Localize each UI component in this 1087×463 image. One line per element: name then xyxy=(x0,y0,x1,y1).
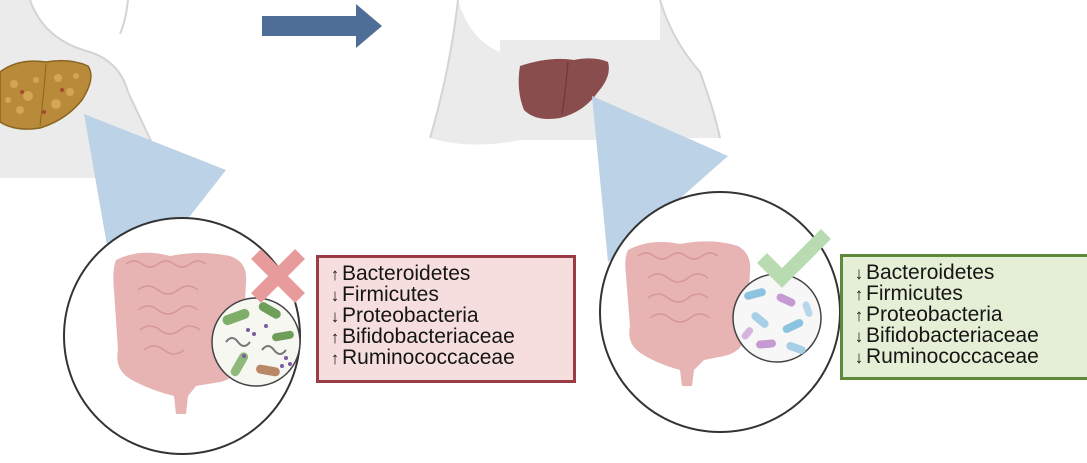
list-item: ↑ Bifidobacteriaceae xyxy=(329,325,565,348)
trend-arrow: ↑ xyxy=(854,306,864,325)
list-item: ↑ Firmicutes xyxy=(853,282,1079,305)
taxon-label: Bacteroidetes xyxy=(866,261,995,284)
right-intestine xyxy=(625,241,751,386)
left-microbiota-box: ↑ Bacteroidetes ↓ Firmicutes ↓ Proteobac… xyxy=(316,255,576,383)
trend-arrow: ↑ xyxy=(330,349,340,368)
transition-arrow xyxy=(262,4,382,48)
list-item: ↓ Ruminococcaceae xyxy=(853,345,1079,368)
cross-icon xyxy=(251,249,305,303)
taxon-label: Firmicutes xyxy=(342,283,439,306)
taxon-label: Proteobacteria xyxy=(866,303,1003,326)
taxon-label: Ruminococcaceae xyxy=(342,346,515,369)
trend-arrow: ↑ xyxy=(330,265,340,284)
trend-arrow: ↑ xyxy=(854,285,864,304)
right-zoom-wedge xyxy=(592,96,728,262)
trend-arrow: ↓ xyxy=(330,286,340,305)
list-item: ↓ Bifidobacteriaceae xyxy=(853,324,1079,347)
list-item: ↑ Ruminococcaceae xyxy=(329,346,565,369)
right-microbiota-box: ↓ Bacteroidetes ↑ Firmicutes ↑ Proteobac… xyxy=(840,254,1087,380)
taxon-label: Ruminococcaceae xyxy=(866,345,1039,368)
trend-arrow: ↑ xyxy=(330,328,340,347)
list-item: ↑ Bacteroidetes xyxy=(329,262,565,285)
check-icon xyxy=(757,229,831,288)
left-intestine xyxy=(113,252,247,414)
taxon-label: Proteobacteria xyxy=(342,304,479,327)
trend-arrow: ↓ xyxy=(854,327,864,346)
trend-arrow: ↓ xyxy=(854,348,864,367)
list-item: ↓ Firmicutes xyxy=(329,283,565,306)
taxon-label: Bifidobacteriaceae xyxy=(866,324,1039,347)
trend-arrow: ↓ xyxy=(330,307,340,326)
right-bacteria-magnifier xyxy=(732,273,822,363)
left-bacteria-magnifier xyxy=(211,297,301,387)
list-item: ↓ Bacteroidetes xyxy=(853,261,1079,284)
trend-arrow: ↓ xyxy=(854,264,864,283)
taxon-label: Bifidobacteriaceae xyxy=(342,325,515,348)
healthy-liver xyxy=(518,58,609,119)
diseased-liver xyxy=(0,59,92,130)
list-item: ↑ Proteobacteria xyxy=(853,303,1079,326)
taxon-label: Firmicutes xyxy=(866,282,963,305)
list-item: ↓ Proteobacteria xyxy=(329,304,565,327)
taxon-label: Bacteroidetes xyxy=(342,262,471,285)
